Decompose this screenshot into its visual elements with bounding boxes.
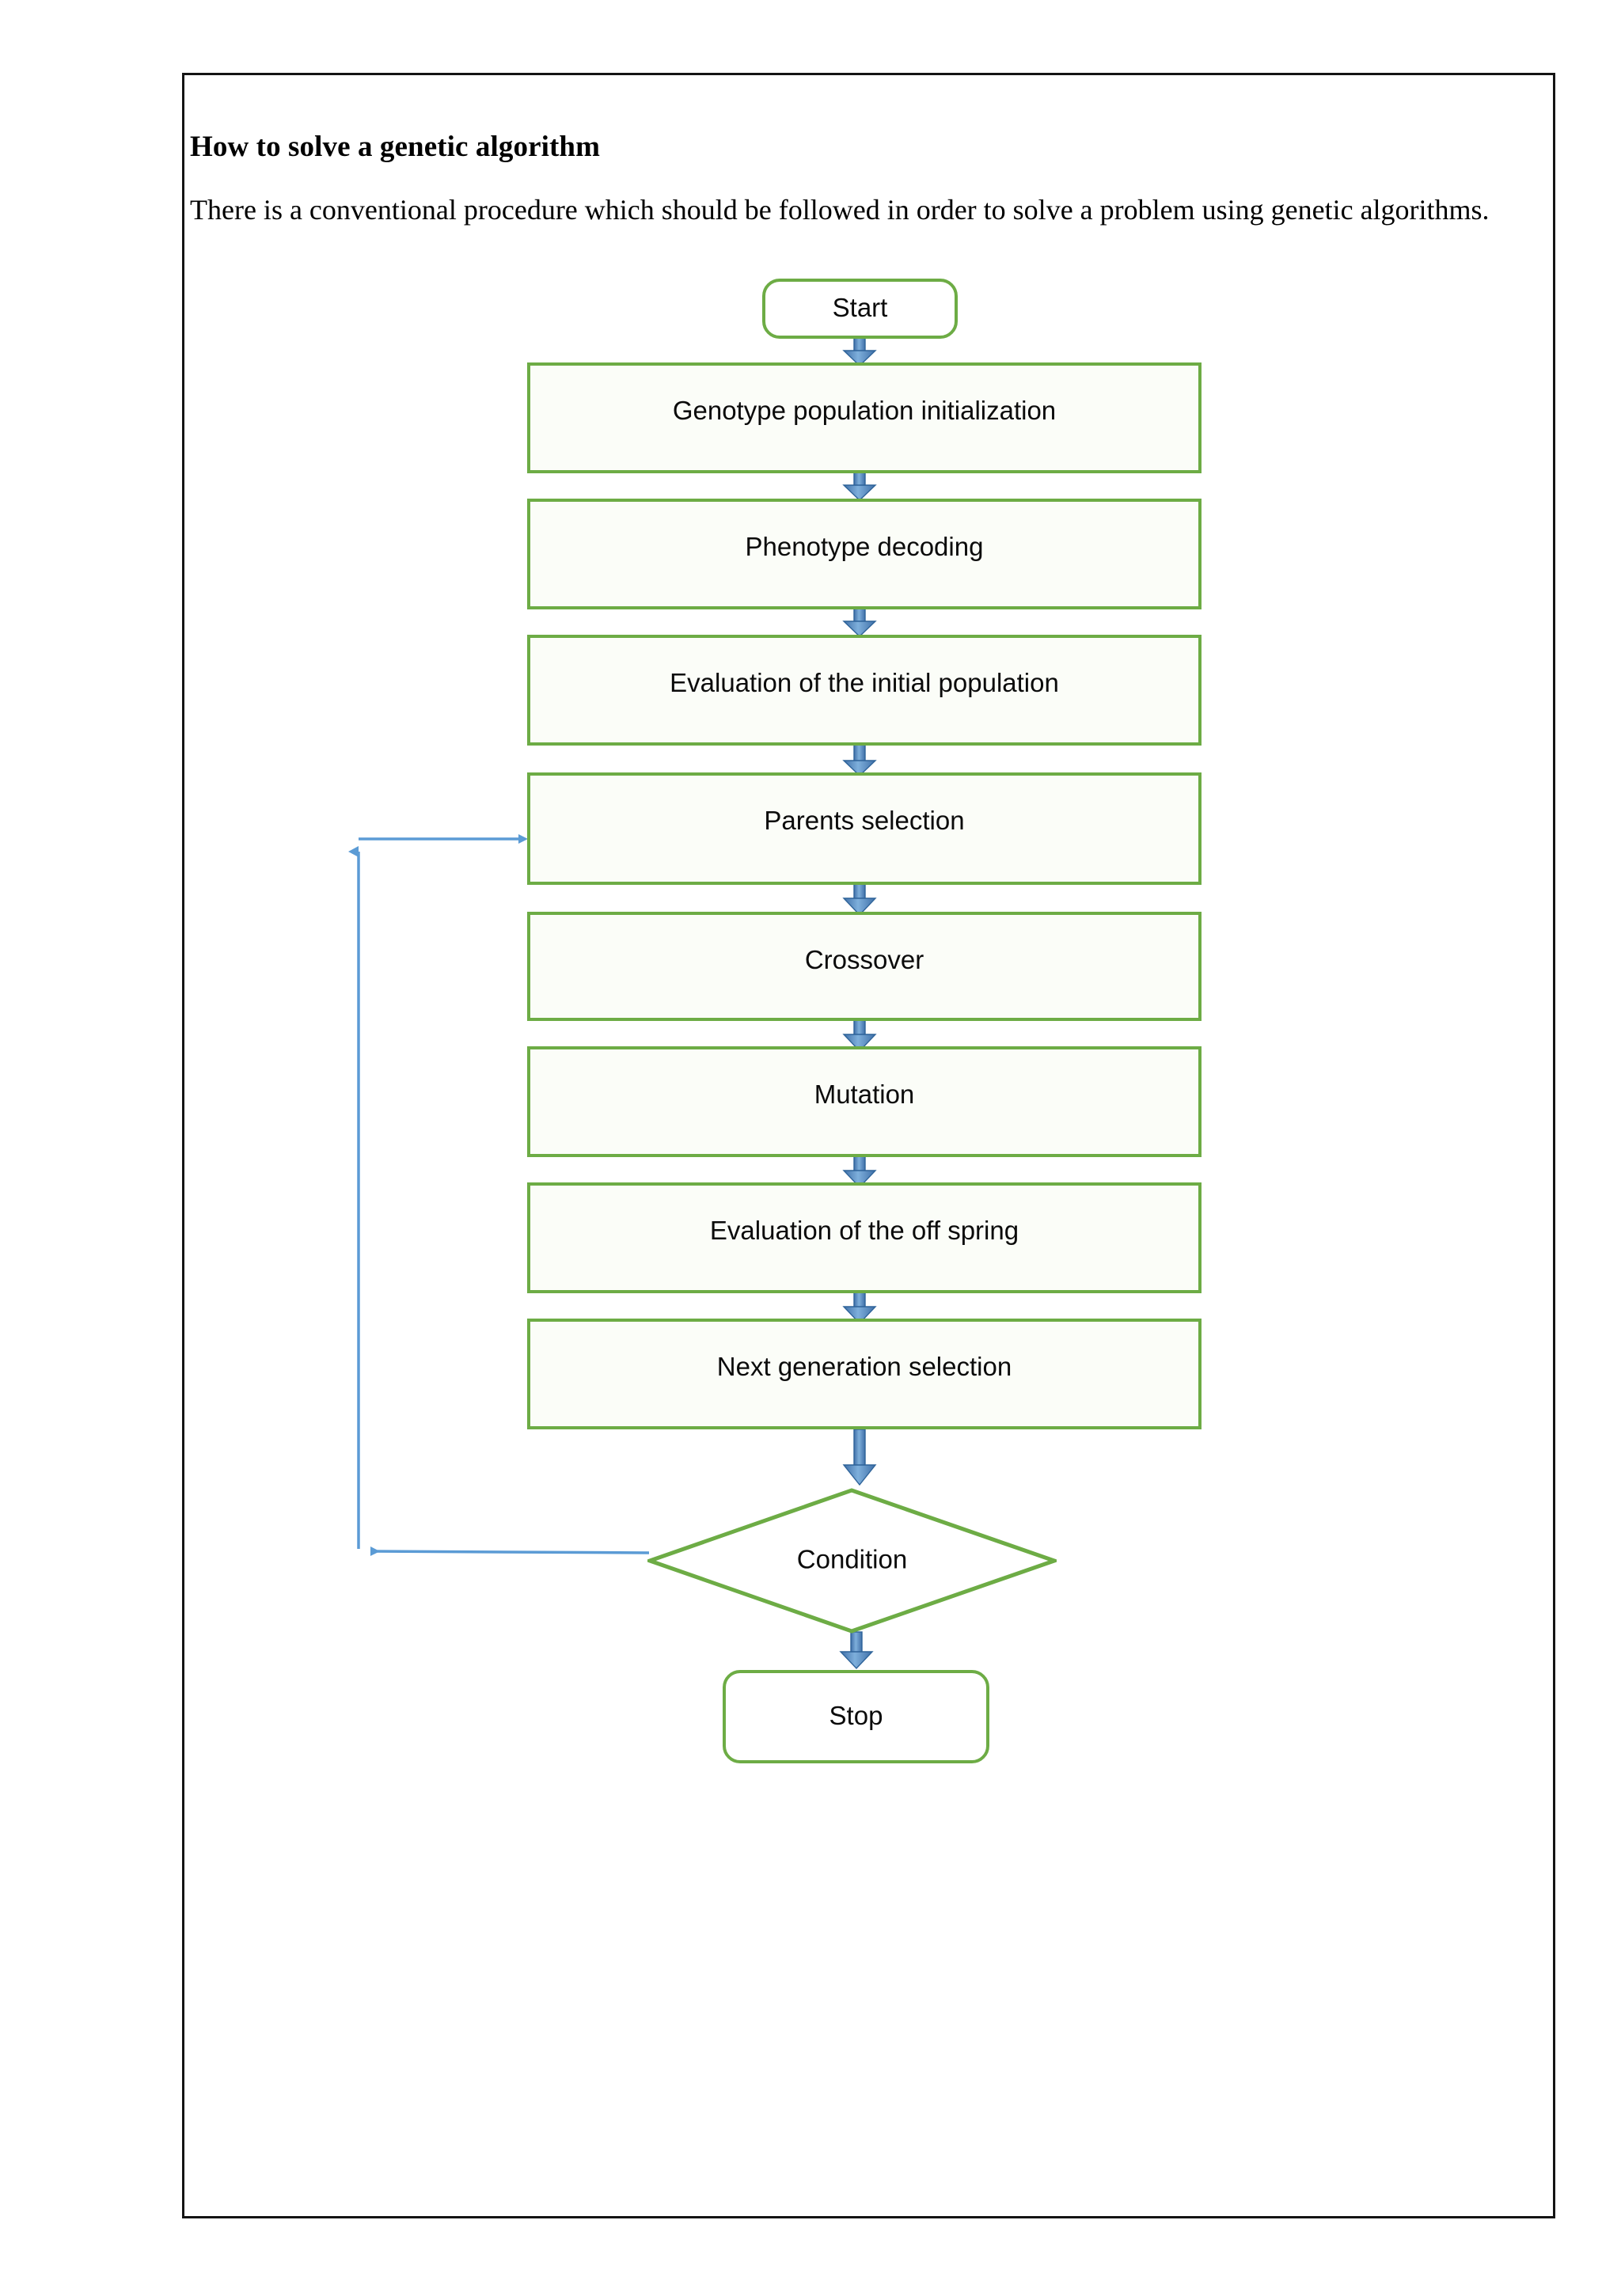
flow-node-eval-offspring[interactable]: Evaluation of the off spring: [527, 1182, 1202, 1293]
flow-node-crossover-label: Crossover: [804, 945, 924, 974]
intro-paragraph: There is a conventional procedure which …: [190, 193, 1490, 226]
flow-node-eval-initial-label: Evaluation of the initial population: [670, 668, 1059, 697]
flow-node-start[interactable]: Start: [762, 279, 958, 339]
flow-node-stop[interactable]: Stop: [723, 1670, 989, 1763]
flow-node-condition[interactable]: Condition: [647, 1488, 1057, 1634]
flow-node-start-label: Start: [832, 293, 888, 323]
flow-node-phenotype-decoding-label: Phenotype decoding: [745, 532, 984, 561]
flow-node-genotype-init[interactable]: Genotype population initialization: [527, 362, 1202, 473]
flow-node-genotype-init-label: Genotype population initialization: [672, 396, 1057, 425]
flow-node-parents-selection-label: Parents selection: [764, 806, 965, 835]
document-text-block: How to solve a genetic algorithm There i…: [190, 131, 1536, 230]
flow-node-next-gen-selection[interactable]: Next generation selection: [527, 1319, 1202, 1429]
flow-node-stop-label: Stop: [829, 1701, 883, 1731]
flow-node-eval-initial[interactable]: Evaluation of the initial population: [527, 635, 1202, 746]
page-title: How to solve a genetic algorithm: [190, 131, 601, 163]
flow-node-phenotype-decoding[interactable]: Phenotype decoding: [527, 499, 1202, 609]
flow-node-eval-offspring-label: Evaluation of the off spring: [709, 1216, 1019, 1245]
condition-diamond-shape: [647, 1488, 1057, 1634]
flow-node-mutation-label: Mutation: [814, 1080, 915, 1109]
flow-node-next-gen-selection-label: Next generation selection: [716, 1352, 1012, 1381]
flow-node-mutation[interactable]: Mutation: [527, 1046, 1202, 1157]
flow-node-parents-selection[interactable]: Parents selection: [527, 772, 1202, 885]
flow-node-crossover[interactable]: Crossover: [527, 912, 1202, 1021]
